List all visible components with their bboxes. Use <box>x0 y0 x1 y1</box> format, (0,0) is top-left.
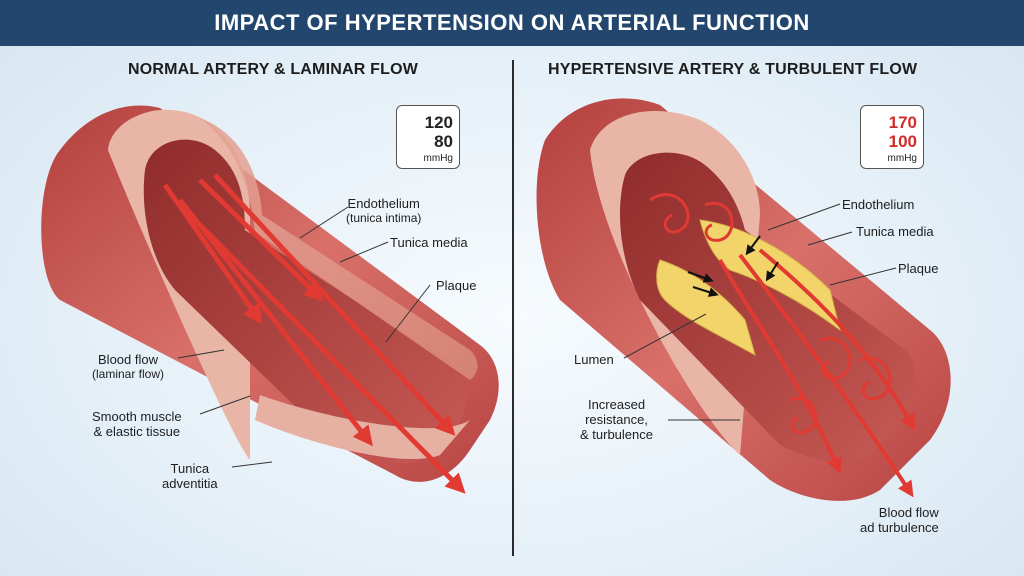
bp-systolic: 120 <box>424 113 453 132</box>
label-smooth-muscle-sub: & elastic tissue <box>93 424 181 439</box>
normal-artery-tunica-media <box>200 118 478 380</box>
compression-arrows <box>687 235 779 297</box>
laminar-arrow <box>213 173 456 436</box>
label-adventitia: Tunica adventitia <box>162 461 218 491</box>
bp-systolic: 170 <box>888 113 917 132</box>
hypertensive-artery-lumen <box>620 152 917 463</box>
label-blood-flow: Blood flow (laminar flow) <box>92 352 164 382</box>
label-adventitia-sub: adventitia <box>162 476 218 491</box>
bp-diastolic: 80 <box>434 132 453 151</box>
label-flow-line2: ad turbulence <box>860 520 939 535</box>
label-smooth-muscle-text: Smooth muscle <box>92 409 182 424</box>
label-endothelium-right: Endothelium <box>842 197 915 212</box>
hypertensive-artery <box>536 98 951 501</box>
page-title: IMPACT OF HYPERTENSION ON ARTERIAL FUNCT… <box>214 10 810 35</box>
turbulent-arrow <box>718 259 842 474</box>
label-blood-flow-sub: (laminar flow) <box>92 367 165 381</box>
label-endothelium-sub: (tunica intima) <box>346 211 422 225</box>
label-adventitia-text: Tunica <box>170 461 210 476</box>
turbulent-swirl <box>859 356 892 401</box>
title-bar: IMPACT OF HYPERTENSION ON ARTERIAL FUNCT… <box>0 0 1024 46</box>
label-smooth-muscle: Smooth muscle & elastic tissue <box>92 409 182 439</box>
laminar-arrow <box>198 178 324 302</box>
label-increased-resistance: Increased resistance, & turbulence <box>580 397 653 442</box>
bp-unit: mmHg <box>887 153 917 164</box>
bp-reading-hypertensive: 170 100 mmHg <box>860 105 924 169</box>
label-lumen: Lumen <box>574 352 614 367</box>
bp-unit: mmHg <box>423 153 453 164</box>
label-endothelium: Endothelium (tunica intima) <box>346 196 421 226</box>
label-tunica-media-right: Tunica media <box>856 224 934 239</box>
turbulent-arrow <box>738 253 914 498</box>
label-endothelium-text: Endothelium <box>347 196 420 211</box>
bp-diastolic: 100 <box>888 132 917 151</box>
label-tunica-media: Tunica media <box>390 235 468 250</box>
left-leader-lines <box>177 206 431 468</box>
turbulent-arrow <box>758 248 916 431</box>
turbulent-swirl <box>649 193 690 234</box>
label-resistance-line2: resistance, <box>585 412 648 427</box>
right-panel-heading: HYPERTENSIVE ARTERY & TURBULENT FLOW <box>548 61 918 78</box>
label-resistance-line1: Increased <box>587 397 646 412</box>
laminar-arrow <box>188 213 466 494</box>
bp-reading-normal: 120 80 mmHg <box>396 105 460 169</box>
label-resistance-line3: & turbulence <box>580 427 653 442</box>
laminar-flow-arrows <box>162 173 466 494</box>
left-panel-heading: NORMAL ARTERY & LAMINAR FLOW <box>128 61 419 78</box>
plaque-deposit-lower <box>656 259 756 357</box>
laminar-arrow <box>162 183 263 325</box>
label-flow-line1: Blood flow <box>878 505 939 520</box>
turbulent-flow-arrows <box>718 248 916 498</box>
right-leader-lines <box>623 203 897 421</box>
label-plaque-right: Plaque <box>898 261 939 276</box>
panel-divider <box>512 60 514 556</box>
turbulent-swirl <box>704 201 734 242</box>
label-blood-flow-text: Blood flow <box>98 352 158 367</box>
label-plaque: Plaque <box>436 278 477 293</box>
normal-artery <box>41 105 499 494</box>
label-blood-flow-turbulence: Blood flow ad turbulence <box>860 505 939 535</box>
